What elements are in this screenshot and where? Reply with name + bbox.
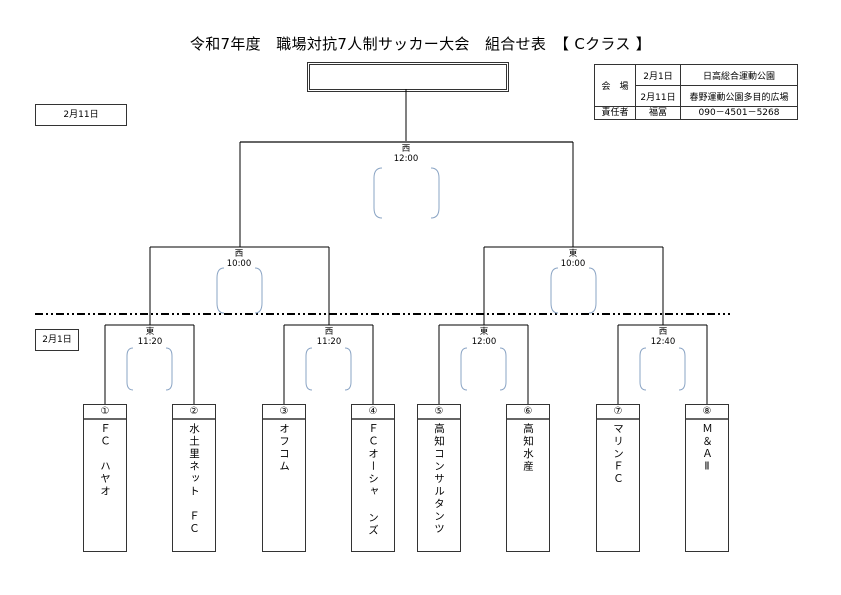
- team-number: ①: [84, 405, 126, 420]
- match-r1-2-label: 西 11:20: [299, 327, 359, 347]
- r1-bracket-1: [104, 324, 195, 404]
- match-court: 東: [479, 327, 489, 337]
- match-r1-4-label: 西 12:40: [633, 327, 693, 347]
- score-bracket-r1-1: [126, 347, 173, 391]
- score-bracket-r1-2: [305, 347, 352, 391]
- score-bracket-r1-4: [639, 347, 686, 391]
- venue-label: 会 場: [594, 64, 636, 107]
- team-number: ⑥: [507, 405, 549, 420]
- team-number: ⑧: [686, 405, 728, 420]
- match-time: 12:40: [650, 337, 676, 347]
- match-court: 西: [234, 249, 244, 259]
- match-time: 10:00: [226, 259, 252, 269]
- team-name: ＦＣ ハヤオ: [99, 423, 111, 498]
- team-box-1: ① ＦＣ ハヤオ: [83, 404, 127, 552]
- venue-table: 会 場 2月1日 日高総合運動公園 2月11日 春野運動公園多目的広場 責任者 …: [594, 64, 798, 120]
- score-bracket-semi-left: [216, 267, 263, 314]
- responsible-name: 福冨: [635, 106, 681, 120]
- match-court: 西: [401, 144, 411, 154]
- lower-round-date-label: 2月1日: [35, 329, 79, 351]
- page-title: 令和7年度 職場対抗7人制サッカー大会 組合せ表 【 Cクラス 】: [189, 35, 652, 53]
- team-box-7: ⑦ マリンＦＣ: [596, 404, 640, 552]
- team-box-3: ③ オフコム: [262, 404, 306, 552]
- team-number: ④: [352, 405, 394, 420]
- team-box-5: ⑤ 高知コンサルタンツ: [417, 404, 461, 552]
- score-bracket-final: [373, 167, 440, 219]
- match-semi-left-label: 西 10:00: [209, 249, 269, 269]
- team-name: ＦＣオーシャ ンズ: [367, 423, 379, 537]
- team-number: ②: [173, 405, 215, 420]
- r1-bracket-2: [283, 324, 374, 404]
- team-name: 高知コンサルタンツ: [433, 423, 445, 536]
- team-name: Ｍ＆ＡⅡ: [701, 423, 713, 475]
- match-time: 12:00: [393, 154, 419, 164]
- r1-bracket-4: [617, 324, 708, 404]
- match-time: 11:20: [137, 337, 163, 347]
- team-number: ③: [263, 405, 305, 420]
- champion-box: [307, 62, 509, 92]
- match-court: 東: [568, 249, 578, 259]
- match-r1-3-label: 東 12:00: [454, 327, 514, 347]
- team-name: オフコム: [278, 423, 290, 473]
- match-court: 東: [145, 327, 155, 337]
- match-time: 12:00: [471, 337, 497, 347]
- match-final-label: 西 12:00: [376, 144, 436, 164]
- match-time: 11:20: [316, 337, 342, 347]
- match-r1-1-label: 東 11:20: [120, 327, 180, 347]
- upper-round-date-label: 2月11日: [35, 104, 127, 126]
- team-name: マリンＦＣ: [612, 423, 624, 486]
- team-box-8: ⑧ Ｍ＆ＡⅡ: [685, 404, 729, 552]
- match-court: 西: [658, 327, 668, 337]
- match-court: 西: [324, 327, 334, 337]
- score-bracket-semi-right: [550, 267, 597, 314]
- team-name: 高知水産: [522, 423, 534, 473]
- team-number: ⑦: [597, 405, 639, 420]
- team-box-2: ② 水土里ネット ＦＣ: [172, 404, 216, 552]
- team-name: 水土里ネット ＦＣ: [188, 423, 200, 536]
- team-number: ⑤: [418, 405, 460, 420]
- score-bracket-r1-3: [460, 347, 507, 391]
- match-time: 10:00: [560, 259, 586, 269]
- match-semi-right-label: 東 10:00: [543, 249, 603, 269]
- r1-bracket-3: [438, 324, 529, 404]
- team-box-4: ④ ＦＣオーシャ ンズ: [351, 404, 395, 552]
- team-box-6: ⑥ 高知水産: [506, 404, 550, 552]
- responsible-phone: 090－4501－5268: [680, 106, 798, 120]
